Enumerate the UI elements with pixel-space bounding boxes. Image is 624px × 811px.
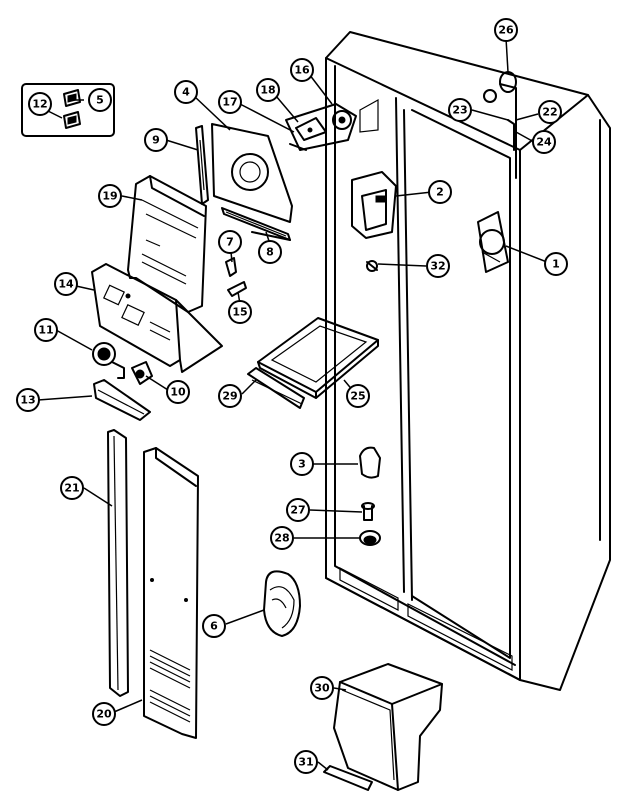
callout-30-label: 30	[314, 682, 330, 695]
callout-8: 8	[258, 240, 282, 264]
callout-15-label: 15	[232, 306, 247, 319]
callout-6: 6	[202, 614, 226, 638]
callout-23: 23	[448, 98, 472, 122]
callout-23-label: 23	[452, 104, 467, 117]
callout-25: 25	[346, 384, 370, 408]
part-19-panel	[127, 175, 207, 313]
callout-24: 24	[532, 130, 556, 154]
callout-13-label: 13	[20, 394, 35, 407]
callout-12: 12	[28, 92, 52, 116]
callout-21-label: 21	[64, 482, 79, 495]
callout-19: 19	[98, 184, 122, 208]
callout-32: 32	[426, 254, 450, 278]
part-14-control-housing	[91, 263, 223, 373]
leader-lines	[37, 37, 553, 771]
callout-18-label: 18	[260, 84, 275, 97]
callout-8-label: 8	[266, 246, 274, 259]
callout-7: 7	[218, 230, 242, 254]
callout-18: 18	[256, 78, 280, 102]
callout-11: 11	[34, 318, 58, 342]
part-32-plug	[366, 260, 378, 272]
callout-13: 13	[16, 388, 40, 412]
part-20-panel	[143, 447, 199, 739]
callout-31-label: 31	[298, 756, 313, 769]
callout-14-label: 14	[58, 278, 74, 291]
part-15-clip	[227, 281, 247, 297]
callout-4-label: 4	[182, 86, 190, 99]
part-9-tube	[195, 125, 209, 205]
part-2-bracket	[351, 171, 397, 239]
callout-26-label: 26	[498, 24, 514, 37]
callout-22-label: 22	[542, 106, 557, 119]
part-16-damper-assembly	[285, 103, 357, 151]
part-4-cover	[211, 123, 293, 241]
callout-25-label: 25	[350, 390, 365, 403]
callout-22: 22	[538, 100, 562, 124]
part-30-bin	[333, 663, 443, 791]
part-6-light-cover	[263, 570, 301, 637]
callout-29-label: 29	[222, 390, 237, 403]
callout-19-label: 19	[102, 190, 117, 203]
callout-26: 26	[494, 18, 518, 42]
callout-10-label: 10	[170, 386, 186, 399]
callout-9: 9	[144, 128, 168, 152]
part-29-shelf-trim	[247, 367, 305, 409]
callout-4: 4	[174, 80, 198, 104]
callout-16-label: 16	[294, 64, 310, 77]
callout-27: 27	[286, 498, 310, 522]
callout-3: 3	[290, 452, 314, 476]
callout-5: 5	[88, 88, 112, 112]
callout-28-label: 28	[274, 532, 289, 545]
part-28-grommet	[359, 530, 381, 546]
callout-11-label: 11	[38, 324, 53, 337]
callout-31: 31	[294, 750, 318, 774]
part-21-strip	[107, 429, 129, 697]
callout-29: 29	[218, 384, 242, 408]
callout-7-label: 7	[226, 236, 234, 249]
inset-box	[21, 83, 115, 137]
callout-5-label: 5	[96, 94, 104, 107]
callout-3-label: 3	[298, 458, 306, 471]
callout-28: 28	[270, 526, 294, 550]
callout-1: 1	[544, 252, 568, 276]
callout-20-label: 20	[96, 708, 112, 721]
part-26-fill-tube	[483, 71, 517, 179]
callout-1-label: 1	[552, 258, 560, 271]
callout-2: 2	[428, 180, 452, 204]
part-8-rail	[251, 231, 291, 241]
callout-10: 10	[166, 380, 190, 404]
callout-24-label: 24	[536, 136, 552, 149]
part-10-socket	[131, 361, 153, 385]
callout-27-label: 27	[290, 504, 305, 517]
callout-6-label: 6	[210, 620, 218, 633]
callout-32-label: 32	[430, 260, 445, 273]
callout-16: 16	[290, 58, 314, 82]
callout-15: 15	[228, 300, 252, 324]
callout-9-label: 9	[152, 134, 160, 147]
callout-12-label: 12	[32, 98, 47, 111]
callout-17-label: 17	[222, 96, 237, 109]
callout-20: 20	[92, 702, 116, 726]
callout-17: 17	[218, 90, 242, 114]
part-3-cap	[359, 446, 381, 479]
part-1-fan-shroud	[477, 211, 509, 273]
part-11-bulb	[92, 342, 125, 379]
callout-21: 21	[60, 476, 84, 500]
callout-30: 30	[310, 676, 334, 700]
callout-2-label: 2	[436, 186, 444, 199]
part-25-shelf	[257, 317, 379, 399]
part-31-bin-trim	[323, 765, 373, 791]
part-27-screw	[361, 502, 375, 521]
cabinet	[325, 31, 611, 691]
part-7-clip	[225, 257, 237, 277]
callout-14: 14	[54, 272, 78, 296]
part-13-bracket	[93, 379, 151, 421]
